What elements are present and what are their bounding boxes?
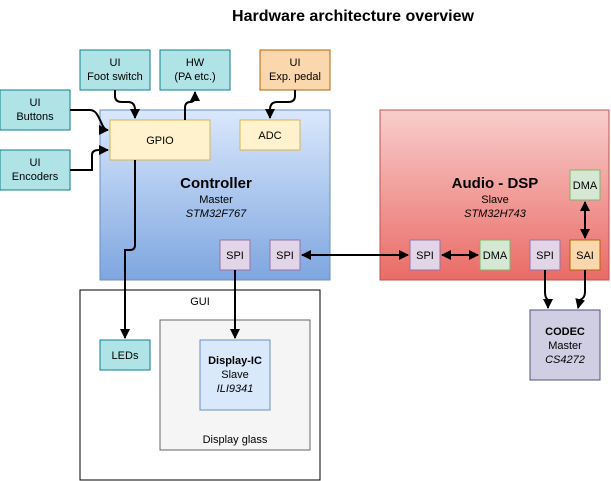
- ui-buttons-line2: Buttons: [16, 111, 54, 123]
- gpio-to-leds-arrow: [120, 160, 136, 339]
- display-ic-chip: ILI9341: [217, 383, 254, 395]
- dsp-spi-codec-label: SPI: [536, 250, 554, 262]
- controller-spi-link-label: SPI: [276, 250, 294, 262]
- controller-spi-display: SPI: [219, 239, 251, 271]
- gpio-to-hw-arrow: [184, 91, 200, 120]
- ui-foot-switch-box: UI Foot switch: [79, 49, 151, 91]
- gpio-label: GPIO: [146, 135, 174, 147]
- ui-encoders-line2: Encoders: [12, 171, 59, 183]
- hw-pa-box: HW (PA etc.): [159, 49, 231, 91]
- codec-role: Master: [548, 340, 582, 352]
- sai-to-codec-arrow: [575, 270, 586, 309]
- hw-pa-line1: HW: [186, 57, 205, 69]
- audio-dsp-name: Audio - DSP: [452, 175, 539, 192]
- leds-box: LEDs: [99, 339, 151, 371]
- audio-dsp-chip: STM32H743: [464, 208, 527, 220]
- display-ic-block: Display-IC Slave ILI9341: [199, 339, 271, 411]
- dsp-dma-link: DMA: [479, 239, 511, 271]
- ui-exp-pedal-line1: UI: [290, 57, 301, 69]
- controller-name: Controller: [180, 175, 252, 192]
- gui-label: GUI: [190, 296, 210, 308]
- ui-buttons-line1: UI: [30, 97, 41, 109]
- ui-encoders-line1: UI: [30, 157, 41, 169]
- controller-role: Master: [199, 194, 233, 206]
- hw-pa-line2: (PA etc.): [174, 71, 215, 83]
- display-ic-name: Display-IC: [208, 355, 262, 367]
- display-glass-label: Display glass: [203, 434, 268, 446]
- controller-chip: STM32F767: [186, 208, 247, 220]
- buttons-to-gpio-arrow: [70, 109, 109, 135]
- ui-encoders-box: UI Encoders: [0, 149, 71, 191]
- dsp-spi-codec: SPI: [529, 239, 561, 271]
- audio-dsp-role: Slave: [481, 194, 509, 206]
- dsp-spi-link: SPI: [409, 239, 441, 271]
- codec-name: CODEC: [545, 326, 585, 338]
- controller-spi-link: SPI: [269, 239, 301, 271]
- dsp-sai: SAI: [569, 239, 601, 271]
- adc-box: ADC: [239, 119, 301, 151]
- spi-to-codec-arrow: [543, 270, 553, 309]
- ui-buttons-box: UI Buttons: [0, 89, 71, 131]
- dsp-dma-sai: DMA: [569, 169, 601, 201]
- adc-label: ADC: [258, 130, 281, 142]
- encoders-to-gpio-arrow: [70, 145, 109, 171]
- codec-chip: CS4272: [545, 354, 585, 366]
- dsp-spi-link-label: SPI: [416, 250, 434, 262]
- ui-foot-switch-line2: Foot switch: [87, 71, 143, 83]
- connectors: [70, 90, 590, 339]
- ui-exp-pedal-line2: Exp. pedal: [269, 71, 321, 83]
- exp-pedal-to-adc-arrow: [265, 90, 296, 119]
- diagram-title: Hardware architecture overview: [232, 8, 474, 25]
- dsp-dma-link-label: DMA: [483, 250, 508, 262]
- dsp-sai-label: SAI: [576, 250, 594, 262]
- controller-spi-display-label: SPI: [226, 250, 244, 262]
- gpio-box: GPIO: [109, 119, 211, 161]
- leds-label: LEDs: [112, 350, 139, 362]
- codec-block: CODEC Master CS4272: [529, 309, 601, 381]
- ui-foot-switch-line1: UI: [110, 57, 121, 69]
- ui-exp-pedal-box: UI Exp. pedal: [259, 49, 331, 91]
- display-ic-role: Slave: [221, 369, 249, 381]
- foot-switch-to-gpio-arrow: [114, 90, 140, 119]
- dsp-dma-sai-label: DMA: [573, 180, 598, 192]
